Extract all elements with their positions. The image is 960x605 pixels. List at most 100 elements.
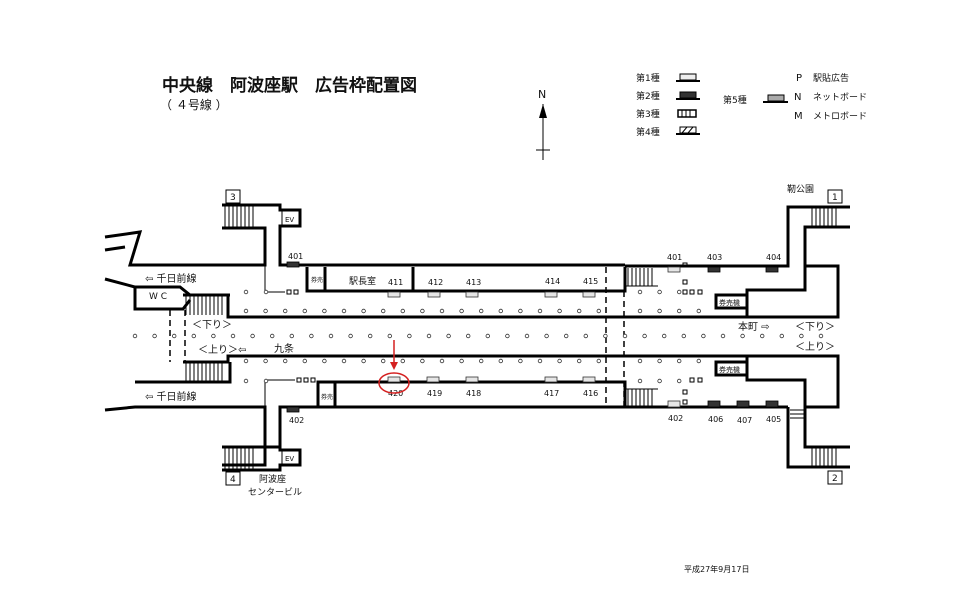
exit-1-box (827, 189, 843, 204)
ad-label-419: 419 (427, 389, 442, 398)
pillar (637, 378, 643, 384)
pillar (544, 333, 549, 339)
legend-type-1: 第1種 (636, 72, 660, 84)
exit-1-name: 靭公園 (787, 183, 814, 195)
pillar (420, 308, 425, 314)
pillar (381, 308, 386, 314)
down-direction-right: ＜下り＞ (795, 321, 835, 333)
pillar (799, 333, 804, 339)
pillar (657, 308, 662, 314)
pillar (485, 333, 490, 339)
legend-code-n-label: ネットボード (813, 92, 867, 103)
pillar (518, 358, 523, 364)
pillar (642, 333, 647, 339)
ad-slot-411[interactable] (387, 291, 401, 298)
pillar (420, 358, 425, 364)
ticket-machine-upper (714, 293, 749, 310)
ad-slot-405[interactable] (765, 400, 779, 408)
pillar (466, 333, 471, 339)
ad-slot-402-right[interactable] (667, 400, 681, 408)
pillar (637, 289, 643, 295)
ad-label-401-left: 401 (288, 252, 303, 261)
ad-slot-407[interactable] (736, 400, 750, 408)
pillar (740, 333, 745, 339)
pillar (368, 333, 373, 339)
pillar (446, 333, 451, 339)
up-direction-right: ＜上り＞ (795, 341, 835, 353)
document-date: 平成27年9月17日 (684, 564, 749, 574)
pillar (439, 308, 445, 314)
ad-label-407: 407 (737, 416, 752, 425)
exit-4-box (225, 471, 241, 486)
highlight-marker (378, 340, 410, 394)
ad-slot-401-left (286, 261, 300, 268)
pillar (677, 378, 682, 384)
legend-code-p: P (796, 73, 802, 84)
ad-slot-404[interactable] (765, 266, 779, 273)
ad-slot-412[interactable] (427, 291, 441, 298)
ad-slot-414[interactable] (544, 291, 558, 298)
station-office-label: 駅長室 (349, 275, 376, 287)
pillar (637, 358, 643, 364)
ad-label-414: 414 (545, 277, 560, 286)
legend-type-2-icon (676, 91, 700, 100)
page-title: 中央線 阿波座駅 広告枠配置図 (162, 75, 417, 96)
pillar (677, 308, 682, 314)
exit-1-label: 1 (832, 193, 838, 203)
line-subtitle: （ ４号線 ） (160, 97, 228, 112)
pillar (459, 308, 464, 314)
exit-2-box (827, 470, 843, 485)
pillar (152, 333, 157, 339)
down-direction-left: ＜下り＞ (192, 319, 232, 331)
pillar (657, 358, 662, 364)
pillar (657, 378, 662, 384)
ad-slot-402-left (286, 406, 300, 413)
pillar (518, 308, 523, 314)
ad-slot-401-right[interactable] (667, 266, 681, 273)
pillar (341, 358, 347, 364)
pillar (479, 358, 484, 364)
ad-slot-417[interactable] (544, 376, 558, 383)
pillar (132, 333, 138, 339)
pillar (779, 333, 784, 339)
legend-type-1-icon (676, 73, 700, 82)
pillar (479, 308, 484, 314)
pillar (400, 308, 405, 314)
legend-type-5-icon (763, 94, 788, 103)
legend-type-4-icon (676, 126, 700, 135)
legend: 第1種 第2種 第3種 第4種 第5種 P 駅貼広告 N ネットボード M メト… (636, 72, 867, 138)
ad-label-402-right: 402 (668, 414, 683, 423)
ev-label-top: EV (285, 216, 294, 224)
ad-slot-419[interactable] (426, 376, 440, 383)
ad-slots: 401 402 411 412 413 414 415 420 419 418 … (286, 252, 781, 425)
ad-label-403: 403 (707, 253, 722, 262)
pillar (498, 308, 503, 314)
ad-slot-403[interactable] (707, 266, 721, 273)
honmachi-label: 本町 ⇨ (738, 320, 770, 333)
ad-slot-406[interactable] (707, 400, 721, 408)
pillar (662, 333, 667, 339)
pillar-grid (132, 289, 824, 384)
ad-slot-413[interactable] (465, 291, 479, 298)
ad-label-413: 413 (466, 278, 481, 287)
pillar (557, 358, 562, 364)
pillar (583, 333, 588, 339)
ad-slot-418[interactable] (465, 376, 479, 383)
pillar (171, 333, 177, 339)
legend-type-2: 第2種 (636, 90, 660, 102)
ad-label-401-right: 401 (667, 253, 682, 262)
ad-label-406: 406 (708, 415, 723, 424)
ad-slot-420[interactable] (387, 376, 401, 383)
pillar (361, 358, 366, 364)
pillar (381, 358, 386, 364)
ticket-machine-label-lower: 券売機 (719, 365, 740, 374)
pillar (524, 333, 530, 339)
legend-type-4: 第4種 (636, 126, 660, 138)
pillar (243, 308, 249, 314)
ad-label-416: 416 (583, 389, 598, 398)
ticket-label-lower: 券売 (321, 393, 333, 401)
pillar (263, 378, 269, 384)
ad-slot-416[interactable] (582, 376, 596, 383)
pillar (302, 308, 307, 314)
ad-slot-415[interactable] (582, 291, 596, 298)
